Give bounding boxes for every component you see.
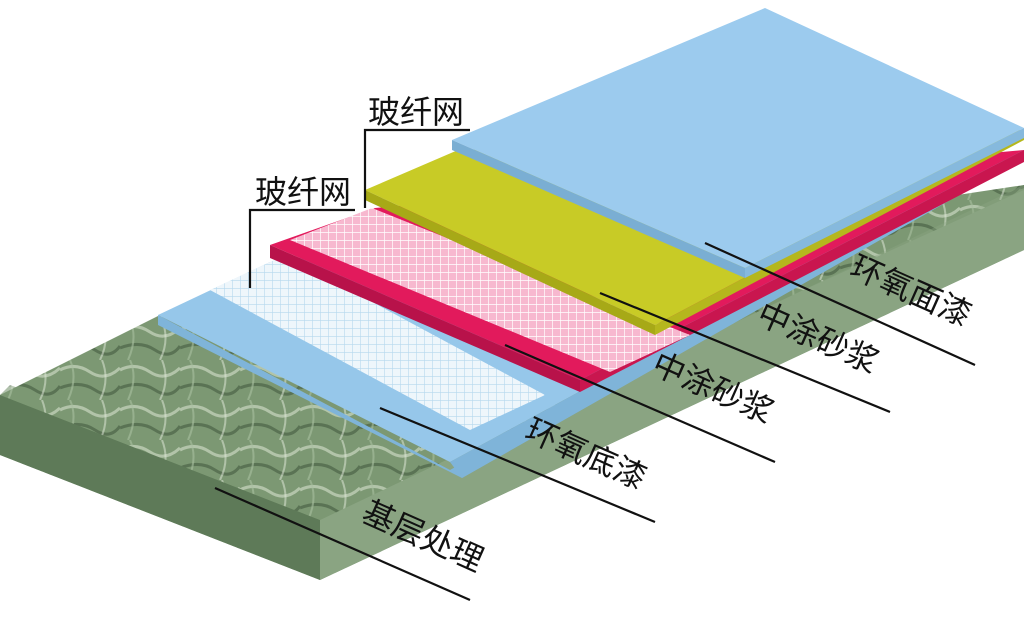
leader-mesh-upper: [363, 128, 470, 208]
leader-mortar-upper: [599, 291, 891, 414]
leader-lines: [214, 128, 976, 602]
fiberglass-mesh-lower: [210, 255, 545, 430]
fiberglass-mesh-upper: [290, 208, 690, 372]
leader-primer: [379, 406, 656, 524]
leader-mortar-lower: [504, 343, 776, 464]
mesh-upper-label: 玻纤网: [368, 93, 464, 131]
leader-mesh-lower: [248, 208, 355, 288]
epoxy-topcoat-layer: [452, 8, 1024, 278]
mesh-lower-label: 玻纤网: [255, 173, 351, 211]
leader-base: [214, 486, 471, 602]
leader-topcoat: [704, 241, 976, 367]
